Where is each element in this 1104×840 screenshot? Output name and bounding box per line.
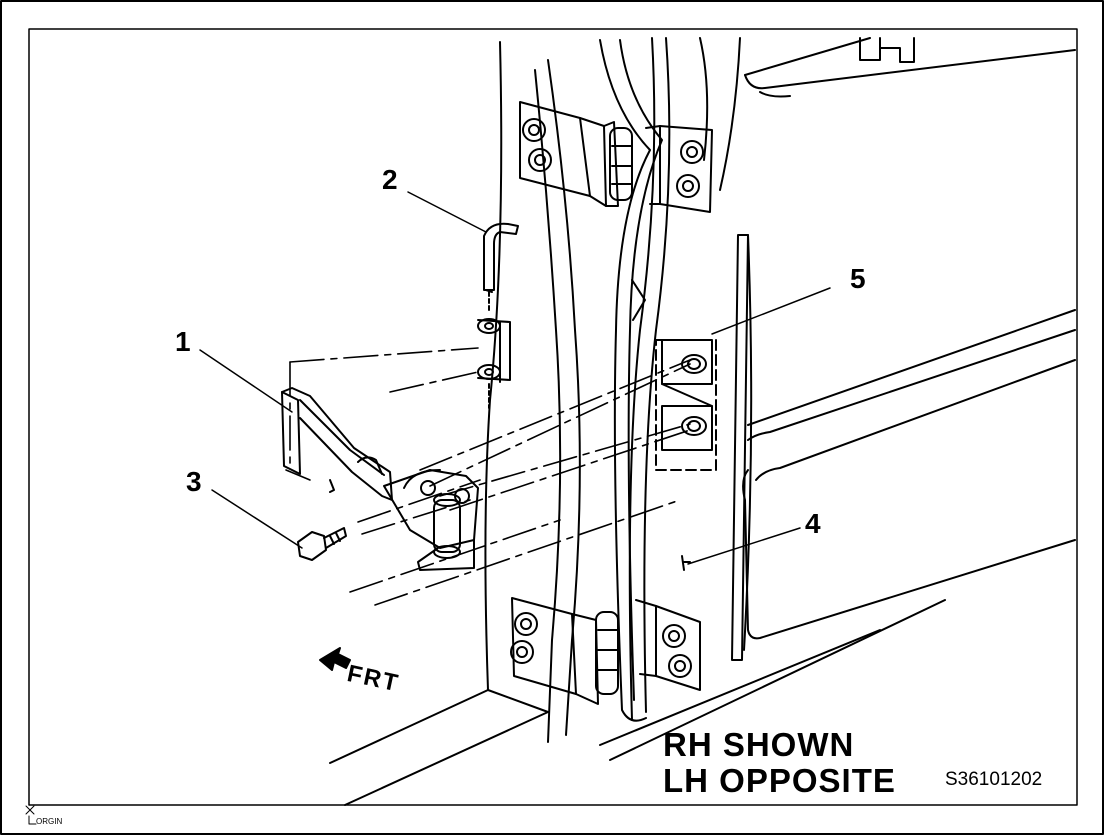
- lower-hinge: [510, 597, 701, 705]
- callout-3: 3: [186, 466, 202, 497]
- body-pillar: [329, 37, 946, 806]
- callout-2: 2: [382, 164, 398, 195]
- origin-label: ORGIN: [36, 817, 63, 826]
- callout-5: 5: [850, 263, 866, 294]
- check-link-bracket: [281, 387, 479, 571]
- caption-line-2: LH OPPOSITE: [663, 762, 896, 799]
- upper-hinge: [519, 101, 713, 213]
- alignment-lines: [285, 347, 691, 606]
- hinge-pin: [477, 222, 519, 409]
- origin-mark-icon: [25, 805, 37, 825]
- check-mounting-plate: [655, 339, 717, 571]
- inner-border: [28, 28, 1078, 806]
- callout-4: 4: [805, 508, 821, 539]
- callout-1: 1: [175, 326, 191, 357]
- bracket-bolt: [297, 527, 347, 561]
- door-seal: [599, 39, 663, 722]
- door-panel: [731, 37, 1076, 661]
- leader-lines: [199, 191, 831, 565]
- front-arrow-icon: [319, 647, 351, 671]
- caption-line-1: RH SHOWN: [663, 726, 855, 763]
- figure-id: S36101202: [945, 769, 1043, 790]
